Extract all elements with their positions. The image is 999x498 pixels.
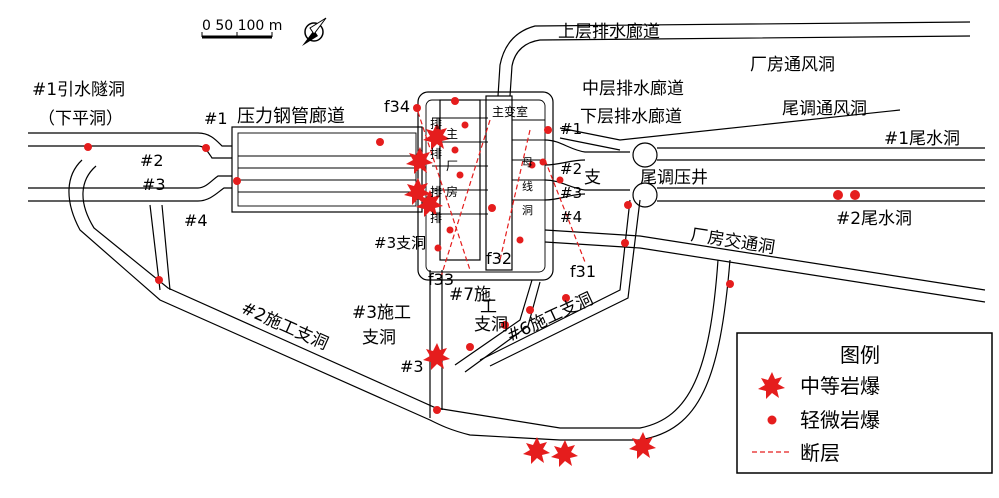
adit-7-label-a: #7施: [449, 285, 491, 305]
legend-medium-rockburst-icon: [758, 372, 785, 399]
adit-3-number: #3: [400, 357, 424, 376]
adit-2-label: #2施工支洞: [238, 298, 331, 354]
legend-fault-label: 断层: [800, 441, 840, 465]
middle-drainage-gallery-label: 中层排水廊道: [582, 79, 684, 99]
intake-num-1: #1: [204, 109, 228, 128]
powerhouse-vent-tunnel-label: 厂房通风洞: [750, 55, 835, 75]
hall-char-3: 房: [446, 184, 458, 199]
main-transformer-char-1: 主变室: [492, 104, 528, 119]
hall-char-2: 厂: [446, 159, 458, 173]
powerhouse-access-tunnel-label: 厂房交通洞: [689, 225, 776, 258]
intake-tunnel-label: #1引水隧洞: [32, 80, 125, 100]
legend-title: 图例: [840, 343, 880, 367]
medium-rockburst-marker: [523, 437, 550, 464]
tailrace-num-2: #2: [560, 160, 582, 178]
medium-rockburst-marker: [629, 432, 656, 459]
light-rockburst-marker: [433, 406, 441, 414]
tunnel-labels: #1引水隧洞 （下平洞） 压力钢管廊道 上层排水廊道 中层排水廊道 下层排水廊道…: [32, 22, 960, 376]
legend-light-label: 轻微岩爆: [800, 408, 880, 432]
light-rockburst-marker: [556, 176, 564, 184]
light-rockburst-marker: [726, 280, 734, 288]
light-rockburst-marker: [466, 343, 474, 351]
drain-char-4: 排: [430, 211, 442, 225]
tailrace-2-label: #2尾水洞: [836, 209, 912, 229]
intake-tunnel-sublabel: （下平洞）: [38, 109, 123, 129]
adit-7-label-b: 工: [480, 297, 497, 317]
drain-char-1: 排: [430, 117, 442, 131]
medium-rockburst-marker: [423, 123, 450, 150]
north-arrow-icon: [302, 17, 327, 46]
fault-label-f31: f31: [570, 262, 596, 281]
adit-6-label: #6施工支洞: [504, 289, 597, 346]
lower-drainage-gallery-label: 下层排水廊道: [580, 107, 682, 127]
light-rockburst-marker: [526, 306, 534, 314]
tailrace-num-4: #4: [560, 208, 582, 226]
medium-rockburst-marker: [406, 147, 433, 174]
fault-label-f34: f34: [384, 97, 410, 116]
light-rockburst-marker: [850, 190, 860, 200]
tailrace-num-3: #3: [560, 184, 582, 202]
light-rockburst-marker: [488, 204, 496, 212]
busbar-char-1: 母: [522, 156, 533, 169]
light-rockburst-marker: [233, 177, 241, 185]
medium-rockburst-marker: [551, 440, 578, 467]
legend-medium-label: 中等岩爆: [800, 374, 880, 398]
tailrace-num-1: #1: [560, 120, 582, 138]
legend-light-rockburst-icon: [767, 415, 777, 425]
intake-num-4: #4: [184, 211, 208, 230]
light-rockburst-marker: [376, 138, 384, 146]
medium-rockburst-marker: [404, 178, 431, 205]
busbar-char-2: 线: [522, 179, 533, 193]
rockburst-markers: [84, 97, 860, 467]
light-rockburst-marker: [461, 121, 469, 129]
light-rockburst-marker: [451, 146, 459, 154]
light-rockburst-marker: [501, 321, 509, 329]
fault-label-f32: f32: [486, 249, 512, 268]
busbar-char-3: 洞: [522, 204, 533, 217]
adit-7-label-c: 支洞: [474, 315, 508, 335]
light-rockburst-marker: [451, 97, 459, 105]
legend: 图例 中等岩爆 轻微岩爆 断层: [736, 332, 993, 474]
light-rockburst-marker: [624, 201, 632, 209]
drain-char-3: 排: [430, 185, 442, 199]
light-rockburst-marker: [528, 161, 536, 169]
intake-num-2: #2: [140, 151, 164, 170]
surge-tank-label: 尾调压井: [640, 168, 708, 188]
adit-3-label-a: #3施工: [352, 303, 411, 323]
intake-num-3: #3: [142, 175, 166, 194]
light-rockburst-marker: [84, 143, 92, 151]
light-rockburst-marker: [202, 144, 210, 152]
upper-drainage-gallery-label: 上层排水廊道: [558, 22, 660, 42]
light-rockburst-marker: [833, 190, 843, 200]
light-rockburst-marker: [539, 158, 547, 166]
branch-3-label: #3支洞: [374, 234, 426, 252]
light-rockburst-marker: [456, 171, 464, 179]
light-rockburst-marker: [562, 294, 570, 302]
fault-label-f33: f33: [428, 270, 454, 289]
scale-bar-label: 0 50 100 m: [202, 18, 282, 34]
tunnel-network: [28, 21, 986, 441]
tailrace-1-label: #1尾水洞: [884, 129, 960, 149]
light-rockburst-marker: [621, 239, 629, 247]
drain-char-2: 排: [430, 147, 442, 161]
surge-vent-tunnel-label: 尾调通风洞: [782, 99, 867, 119]
light-rockburst-marker: [446, 226, 454, 234]
light-rockburst-marker: [413, 104, 421, 112]
light-rockburst-marker: [434, 244, 442, 252]
hall-char-1: 主: [446, 127, 458, 141]
medium-rockburst-marker: [416, 190, 443, 217]
adit-3-label-b: 支洞: [362, 328, 396, 348]
light-rockburst-marker: [516, 236, 524, 244]
light-rockburst-marker: [544, 126, 552, 134]
light-rockburst-marker: [155, 276, 163, 284]
scale-bar: 0 50 100 m: [201, 18, 282, 39]
penstock-gallery-label: 压力钢管廊道: [237, 106, 345, 127]
medium-rockburst-marker: [423, 343, 450, 370]
branch-label: 支: [584, 168, 601, 188]
